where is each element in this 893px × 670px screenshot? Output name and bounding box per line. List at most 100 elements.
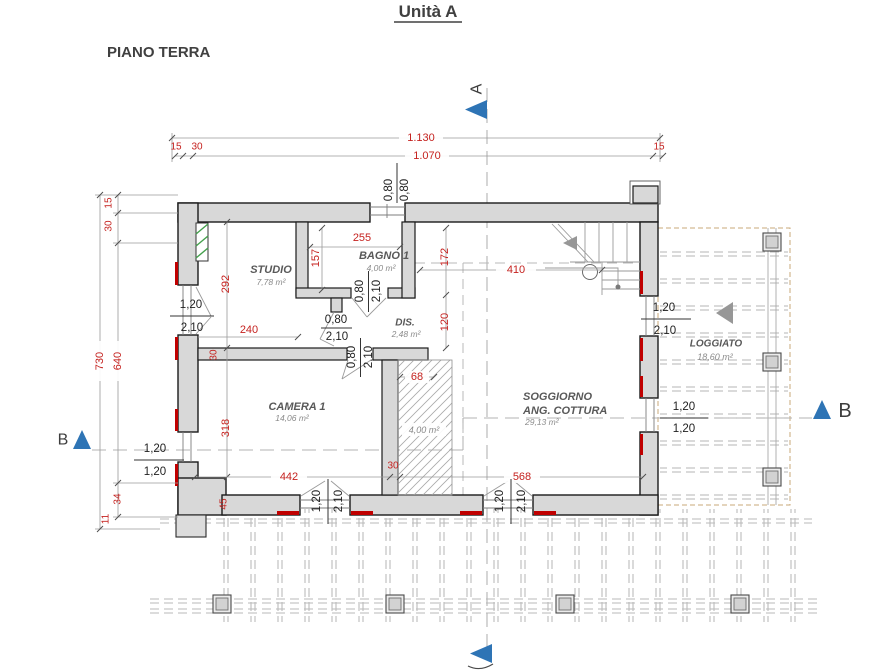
label-win-right-low-w: 1,20: [673, 401, 695, 413]
floor-label: PIANO TERRA: [107, 44, 211, 61]
dim-total-width: 1.130: [407, 132, 435, 144]
page-title: Unità A: [399, 2, 458, 21]
door-swings: [195, 286, 533, 497]
opening-labels: 0,80 0,80 1,20 2,10 1,20 1,20 0,80 2,10 …: [134, 163, 708, 524]
section-a-label-top: A: [469, 83, 486, 94]
label-win-left-low-w: 1,20: [144, 443, 166, 455]
walls: [175, 180, 661, 538]
shaft-area-label: 4,00 m²: [409, 425, 441, 435]
wall-studio-bagno: [295, 221, 309, 297]
dim-camera-width: 442: [280, 471, 298, 483]
dim-bagno-width: 255: [353, 232, 371, 244]
dim-wall-30b: 30: [387, 461, 399, 472]
label-win-left-up-h: 2,10: [181, 322, 203, 334]
section-b-label-left: B: [58, 432, 69, 449]
wall-right-2: [639, 335, 659, 399]
label-win-top-w: 0,80: [383, 179, 395, 201]
label-win-bottom-l-h: 2,10: [333, 490, 345, 512]
dim-top-left-30: 30: [191, 142, 203, 153]
loggiato: LOGGIATO 18,60 m²: [657, 227, 791, 506]
dim-hall-h1: 172: [439, 248, 451, 266]
dim-studio-height: 292: [220, 275, 232, 293]
section-a-arrow-top-icon: [465, 100, 487, 119]
dis-name: DIS.: [395, 318, 414, 329]
wall-bottom-3: [532, 494, 659, 516]
wall-door-jamb: [330, 297, 343, 313]
dimension-lines: 1.130 1.070 15 30 15 15 30 730 640 34 11…: [94, 132, 667, 533]
camera-name: CAMERA 1: [268, 401, 325, 413]
wall-top-right: [404, 202, 659, 223]
wall-bottom-1: [221, 494, 301, 516]
sill-marks: [175, 262, 643, 515]
studio-area: 7,78 m²: [257, 277, 287, 287]
label-win-right-low-h: 1,20: [673, 423, 695, 435]
label-door-camera-h: 2,10: [363, 346, 375, 368]
wall-right-1: [639, 221, 659, 297]
loggiato-area: 18,60 m²: [697, 352, 734, 362]
soggiorno-name2: ANG. COTTURA: [522, 405, 607, 417]
pergola: [150, 509, 822, 622]
dim-wall-30a: 30: [209, 349, 220, 361]
label-door-bagno-w: 0,80: [354, 280, 366, 302]
label-door-studio-w: 0,80: [325, 314, 347, 326]
camera-area: 14,06 m²: [275, 413, 310, 423]
dim-left-640: 640: [112, 352, 124, 370]
wall-camera-shaft: [381, 359, 399, 496]
label-win-right-up-h: 2,10: [654, 325, 676, 337]
section-b-arrow-left-icon: [73, 430, 91, 449]
section-line-b: B B: [58, 400, 852, 451]
dim-bagno-height: 157: [310, 249, 322, 267]
label-win-bottom-r-w: 1,20: [494, 490, 506, 512]
wall-left-2: [177, 334, 199, 433]
label-win-left-low-h: 1,20: [144, 466, 166, 478]
interior-dashed-lines: [415, 262, 633, 495]
loggiato-name: LOGGIATO: [690, 339, 743, 350]
section-b-label-right: B: [838, 400, 851, 422]
dim-hall-width: 410: [507, 264, 525, 276]
label-win-right-up-w: 1,20: [653, 302, 675, 314]
titles: Unità A PIANO TERRA: [107, 2, 462, 61]
stair-direction-arrow-icon: [563, 236, 577, 250]
section-line-a: A: [465, 83, 494, 670]
dim-left-730: 730: [94, 352, 106, 370]
wall-mid-1: [197, 347, 348, 361]
loggiato-entry-arrow-icon: [716, 302, 733, 324]
label-door-bagno-h: 2,10: [371, 280, 383, 302]
dim-left-30: 30: [104, 220, 115, 232]
label-door-studio-h: 2,10: [326, 331, 348, 343]
wall-bagno-south-1: [295, 287, 352, 299]
dim-top-left-15: 15: [170, 142, 182, 153]
soggiorno-area: 29,13 m²: [524, 417, 560, 427]
pergola-pillar: [212, 594, 750, 614]
dim-shaft-width: 68: [411, 371, 423, 383]
section-b-arrow-right-icon: [813, 400, 831, 419]
label-win-top-h: 0,80: [399, 179, 411, 201]
label-win-bottom-l-w: 1,20: [311, 490, 323, 512]
dim-hall-h2: 120: [439, 313, 451, 331]
studio-name: STUDIO: [250, 264, 292, 276]
dim-camera-height: 318: [220, 419, 232, 437]
windows: [182, 204, 655, 509]
dim-left-15: 15: [104, 197, 115, 209]
soggiorno-name: SOGGIORNO: [523, 391, 593, 403]
wall-left-1: [177, 202, 199, 286]
dim-sogg-width: 568: [513, 471, 531, 483]
loggiato-pillar: [762, 232, 782, 487]
label-win-bottom-r-h: 2,10: [516, 490, 528, 512]
wall-bagno-east: [401, 221, 416, 299]
label-door-camera-w: 0,80: [346, 346, 358, 368]
dim-left-11: 11: [101, 513, 112, 524]
room-labels: STUDIO 7,78 m² BAGNO 1 4,00 m² DIS. 2,48…: [250, 250, 607, 427]
exterior-step: [175, 514, 207, 538]
section-a-arrow-bottom-icon: [470, 644, 492, 663]
stairs: [545, 222, 640, 295]
bagno-area: 4,00 m²: [367, 263, 397, 273]
dim-studio-width: 240: [240, 324, 258, 336]
dis-area: 2,48 m²: [391, 329, 422, 339]
wall-top-left: [177, 202, 371, 223]
dim-top-right-15: 15: [653, 142, 665, 153]
dim-left-34: 34: [113, 493, 124, 505]
bagno-name: BAGNO 1: [359, 250, 409, 262]
